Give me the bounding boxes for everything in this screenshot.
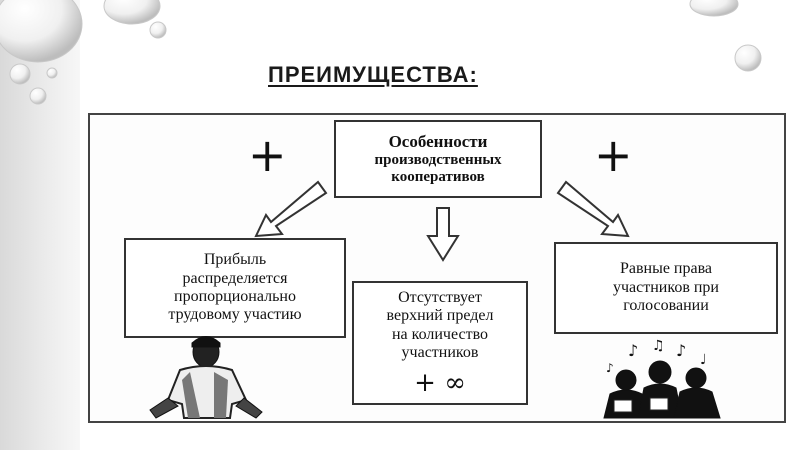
droplet xyxy=(103,0,161,25)
profit-box: Прибыль распределяется пропорционально т… xyxy=(124,238,346,338)
voting-line: Равные права xyxy=(619,260,713,278)
plus-infinity-symbol: + ∞ xyxy=(414,367,466,398)
droplet xyxy=(29,87,47,105)
profit-line: трудовому участию xyxy=(168,306,302,324)
profit-line: распределяется xyxy=(182,269,288,287)
droplet xyxy=(689,0,739,17)
members-line: на количество xyxy=(391,325,489,343)
music-note-icon: ♪ xyxy=(676,341,686,360)
music-note-icon: ♩ xyxy=(700,352,707,368)
music-note-icon: ♫ xyxy=(652,338,665,354)
profit-line: пропорционально xyxy=(174,288,296,305)
arrow-to-middle-box xyxy=(426,207,460,262)
voting-rights-box: Равные права участников при голосовании xyxy=(554,242,778,334)
droplet xyxy=(46,67,58,79)
voting-line: голосовании xyxy=(623,297,709,315)
members-line: участников xyxy=(401,344,479,362)
profit-line: Прибыль xyxy=(203,251,267,269)
features-line: Особенности xyxy=(388,131,488,151)
music-note-icon: ♪ xyxy=(628,341,638,360)
members-limit-box: Отсутствует верхний предел на количество… xyxy=(352,281,528,405)
droplet xyxy=(734,44,762,72)
arrow-to-left-box xyxy=(254,180,328,238)
music-note-icon: ♪ xyxy=(606,361,614,375)
droplet xyxy=(149,21,167,39)
plus-sign-left: + xyxy=(248,128,287,182)
arrow-to-right-box xyxy=(556,180,630,238)
voting-line: участников при xyxy=(612,278,719,296)
plus-sign-right: + xyxy=(594,128,633,182)
members-line: Отсутствует xyxy=(398,289,482,306)
features-line: производственных xyxy=(374,151,502,168)
slide-title: ПРЕИМУЩЕСТВА: xyxy=(268,62,478,87)
droplet xyxy=(0,0,83,63)
features-box: Особенности производственных кооперативо… xyxy=(334,120,542,198)
droplet xyxy=(9,63,31,85)
members-line: верхний предел xyxy=(386,307,494,325)
features-line: кооперативов xyxy=(391,168,485,185)
